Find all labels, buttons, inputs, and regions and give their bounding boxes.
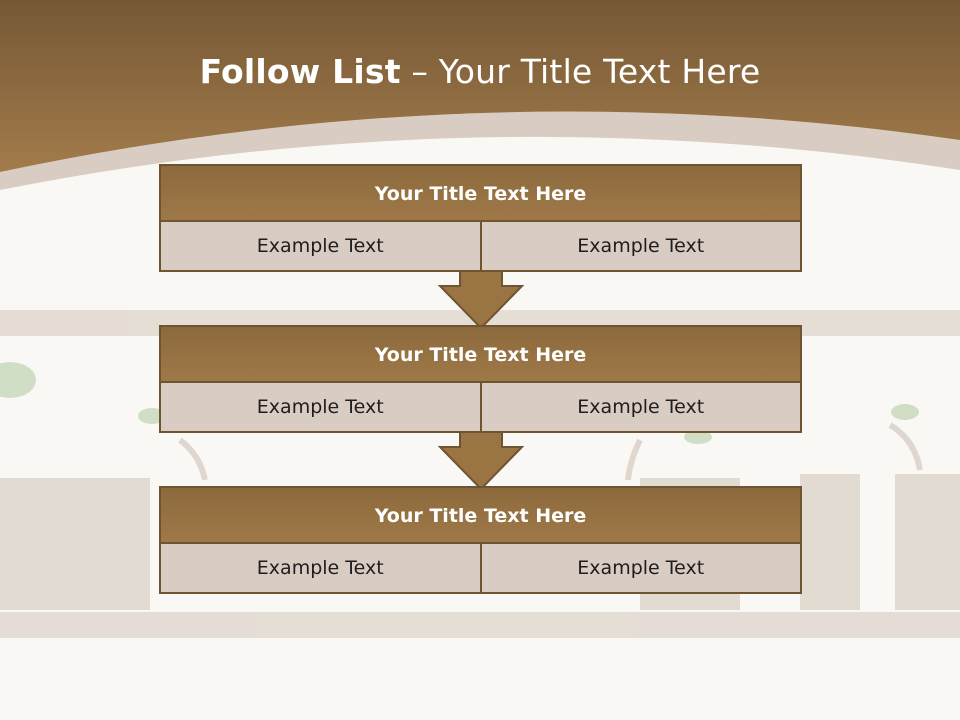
step-box-1: Your Title Text Here Example Text Exampl…	[159, 164, 802, 272]
leaf-decoration	[0, 362, 36, 398]
step-box-2: Your Title Text Here Example Text Exampl…	[159, 325, 802, 433]
sign-letter-block	[895, 474, 960, 610]
leaf-decoration	[684, 430, 712, 444]
slide-title-bold: Follow List	[199, 52, 401, 91]
sign-letter-block	[0, 478, 45, 610]
step-row-3: Example Text Example Text	[161, 544, 800, 592]
down-arrow-icon	[438, 431, 524, 491]
step-3-right-text: Example Text	[479, 544, 800, 592]
welcome-sign-illustration	[0, 310, 960, 638]
step-title-2: Your Title Text Here	[161, 327, 800, 383]
sign-bottom-rail	[0, 612, 960, 638]
step-row-1: Example Text Example Text	[161, 222, 800, 270]
step-1-left-text: Example Text	[161, 222, 480, 270]
slide-title-rest: – Your Title Text Here	[411, 52, 761, 91]
step-box-3: Your Title Text Here Example Text Exampl…	[159, 486, 802, 594]
step-2-right-text: Example Text	[479, 383, 800, 431]
step-2-left-text: Example Text	[161, 383, 480, 431]
sign-letter-block	[800, 474, 860, 610]
step-row-2: Example Text Example Text	[161, 383, 800, 431]
vine-decoration	[888, 422, 923, 471]
sign-letter-block	[40, 478, 150, 610]
vine-decoration	[178, 437, 208, 481]
step-3-left-text: Example Text	[161, 544, 480, 592]
step-title-1: Your Title Text Here	[161, 166, 800, 222]
down-arrow-icon	[438, 270, 524, 330]
slide-title: Follow List – Your Title Text Here	[0, 52, 960, 91]
leaf-decoration	[891, 404, 919, 420]
step-title-3: Your Title Text Here	[161, 488, 800, 544]
vine-decoration	[625, 438, 643, 481]
step-1-right-text: Example Text	[479, 222, 800, 270]
